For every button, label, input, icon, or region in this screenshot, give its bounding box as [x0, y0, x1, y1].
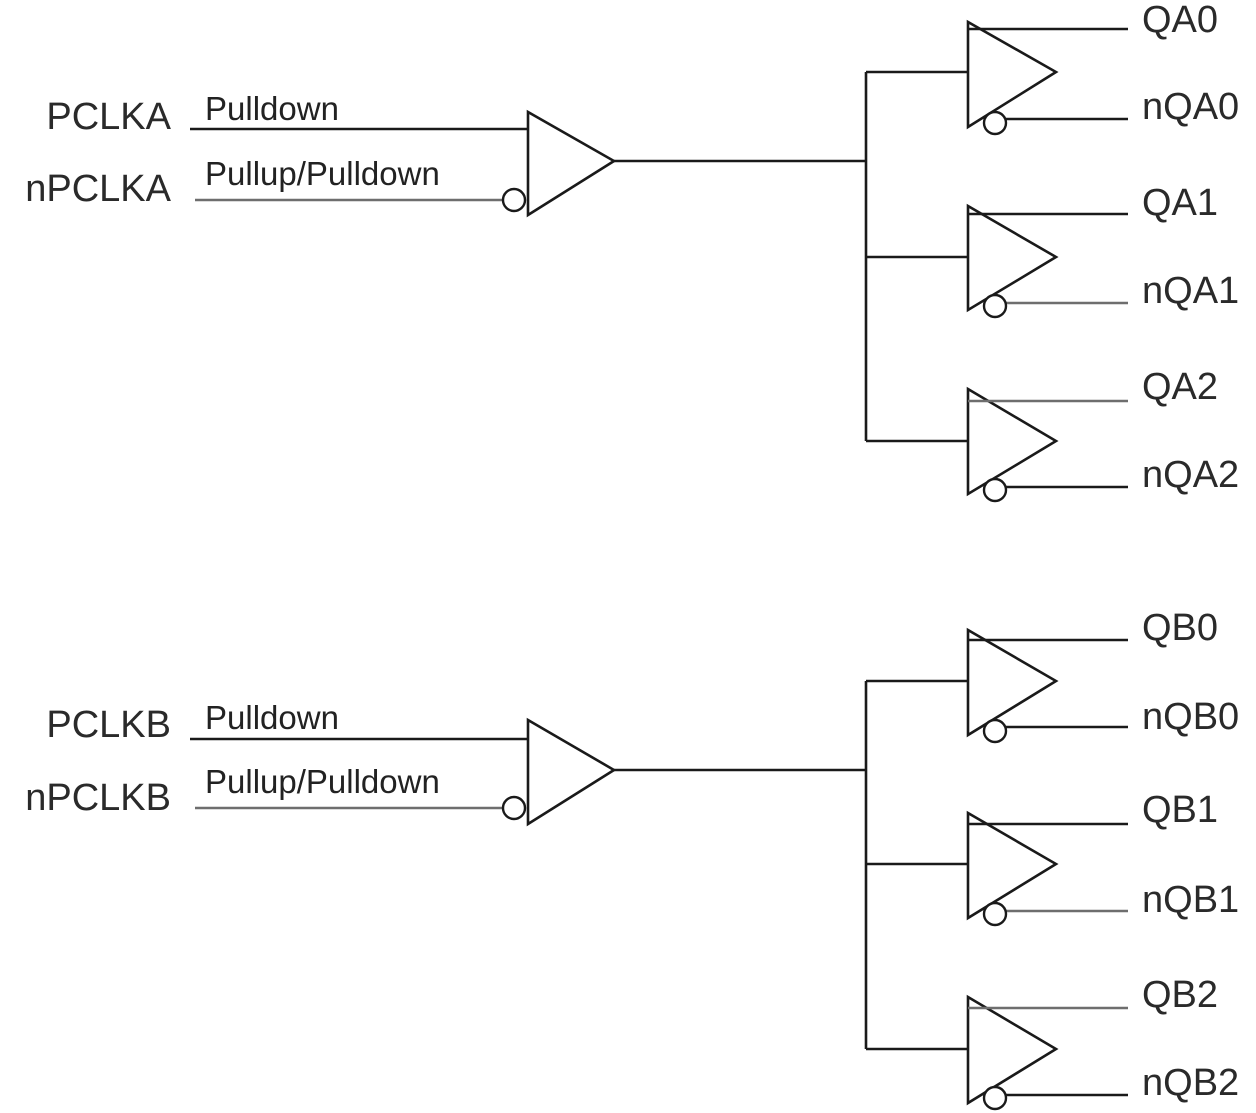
output-qb1-label: QB1 — [1142, 789, 1218, 831]
input-pclkb-label: PCLKB — [46, 704, 171, 746]
output-buffer-qa0 — [866, 19, 1128, 136]
output-qb0-label: QB0 — [1142, 607, 1218, 649]
npclkb-resistor-label: Pullup/Pulldown — [205, 763, 440, 800]
output-nqb0-label: nQB0 — [1142, 696, 1239, 738]
pclka-resistor-label: Pulldown — [205, 90, 339, 127]
output-nqa0-label: nQA0 — [1142, 86, 1239, 128]
output-qb2-label: QB2 — [1142, 974, 1218, 1016]
output-nqb2-label: nQB2 — [1142, 1062, 1239, 1104]
output-qa0-label: QA0 — [1142, 0, 1218, 41]
inversion-bubble-icon — [982, 293, 1008, 319]
output-buffer-qa2 — [866, 386, 1128, 503]
bank-b: PCLKB nPCLKB Pulldown Pullup/Pulldown QB… — [25, 607, 1239, 1111]
inversion-bubble-icon — [501, 187, 527, 213]
output-buffer-qb0 — [866, 627, 1128, 744]
inversion-bubble-icon — [982, 110, 1008, 136]
inversion-bubble-icon — [982, 477, 1008, 503]
output-qa2-label: QA2 — [1142, 366, 1218, 408]
output-buffer-qa1 — [866, 203, 1128, 319]
output-buffer-qb1 — [866, 810, 1128, 927]
output-nqb1-label: nQB1 — [1142, 879, 1239, 921]
bank-a: PCLKA nPCLKA Pulldown Pullup/Pulldown QA… — [25, 0, 1239, 503]
output-nqa1-label: nQA1 — [1142, 270, 1239, 312]
output-buffer-qb2 — [866, 994, 1128, 1111]
npclka-resistor-label: Pullup/Pulldown — [205, 155, 440, 192]
inversion-bubble-icon — [501, 795, 527, 821]
inversion-bubble-icon — [982, 718, 1008, 744]
inversion-bubble-icon — [982, 901, 1008, 927]
output-qa1-label: QA1 — [1142, 182, 1218, 224]
input-npclka-label: nPCLKA — [25, 168, 171, 210]
input-buffer-b — [526, 717, 617, 827]
input-buffer-a — [526, 109, 617, 218]
input-pclka-label: PCLKA — [46, 96, 171, 138]
output-nqa2-label: nQA2 — [1142, 454, 1239, 496]
inversion-bubble-icon — [982, 1085, 1008, 1111]
pclkb-resistor-label: Pulldown — [205, 699, 339, 736]
input-npclkb-label: nPCLKB — [25, 777, 171, 819]
